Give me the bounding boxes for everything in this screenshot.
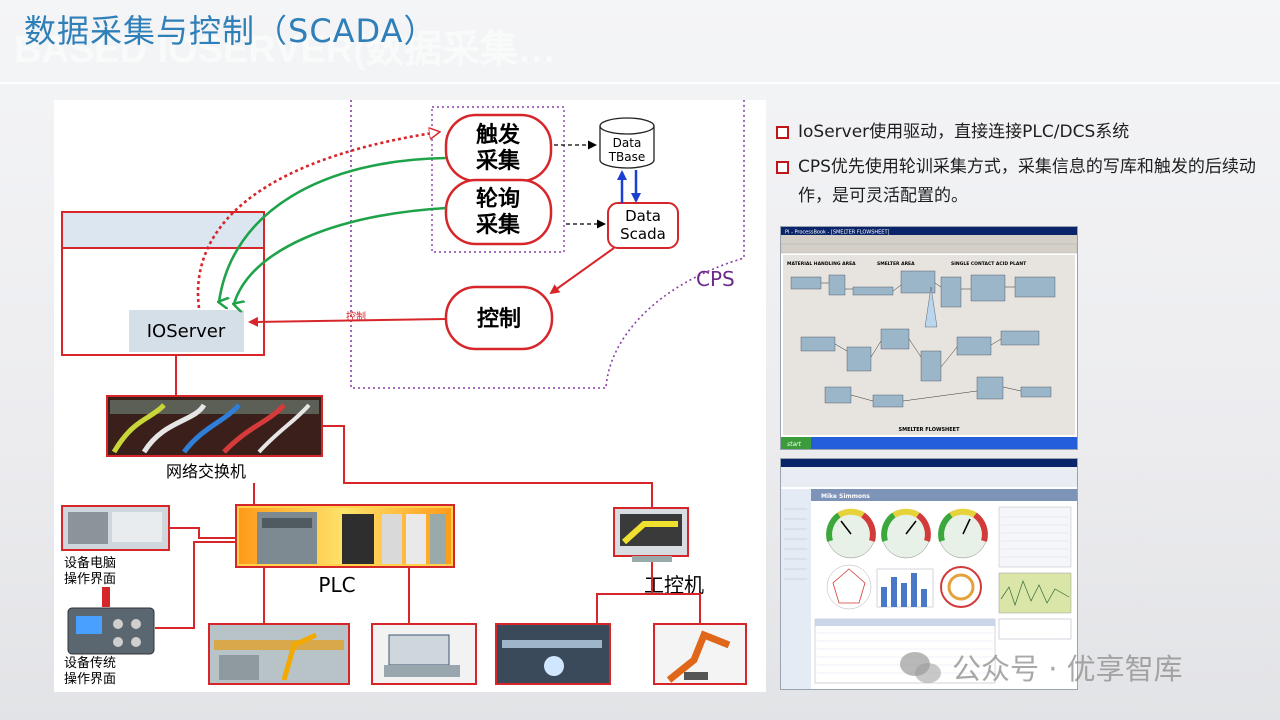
ghost-title: BASED IOSERVER(数据采集… (14, 29, 556, 71)
poll-collection-node (444, 178, 553, 246)
page-title: 数据采集与控制（SCADA） (24, 12, 437, 50)
cps-boundary (350, 100, 745, 389)
svg-text:MATERIAL HANDLING AREA: MATERIAL HANDLING AREA (787, 261, 856, 267)
watermark-text: 公众号 · 优享智库 (952, 652, 1183, 686)
factory-line-image (208, 623, 350, 685)
wechat-icon (900, 652, 941, 683)
device-pc-image (61, 505, 170, 551)
bullet-list: IoServer使用驱动，直接连接PLC/DCS系统 CPS优先使用轮训采集方式… (776, 118, 1256, 217)
svg-text:操作界面: 操作界面 (64, 671, 116, 687)
bullet-item: IoServer使用驱动，直接连接PLC/DCS系统 (776, 118, 1256, 147)
dashboard-screenshot: Mike Simmons (780, 458, 1078, 690)
svg-text:SMELTER AREA: SMELTER AREA (877, 261, 915, 267)
data-scada-node (607, 202, 679, 249)
svg-text:TBase: TBase (608, 150, 646, 164)
bullet-item: CPS优先使用轮训采集方式，采集信息的写库和触发的后续动作，是可灵活配置的。 (776, 153, 1256, 211)
industrial-pc-image (613, 507, 689, 562)
welding-image (495, 623, 611, 685)
flowsheet-screenshot: PI - ProcessBook - [SMELTER FLOWSHEET] M… (780, 226, 1078, 450)
bullet-marker (776, 161, 789, 174)
switch-label: 网络交换机 (166, 462, 246, 481)
control-label: 控制 (477, 306, 521, 332)
svg-text:操作界面: 操作界面 (64, 571, 116, 587)
machine-image (371, 623, 477, 685)
svg-text:Data: Data (613, 136, 642, 150)
trigger-label-2: 采集 (476, 148, 521, 174)
svg-text:Data: Data (625, 207, 661, 225)
gauges (826, 508, 988, 559)
diagram-canvas: CPS 触发 采集 轮询 采集 控制 Data TBase Data Scada (61, 100, 747, 687)
database-icon: Data TBase (599, 117, 655, 169)
svg-text:PI - ProcessBook - [SMELTER FL: PI - ProcessBook - [SMELTER FLOWSHEET] (785, 230, 890, 236)
svg-text:设备传统: 设备传统 (64, 655, 116, 671)
cps-label: CPS (696, 267, 735, 291)
svg-text:Mike Simmons: Mike Simmons (821, 493, 870, 500)
svg-text:设备电脑: 设备电脑 (64, 555, 116, 571)
robot-arm-image (653, 623, 747, 685)
device-traditional-image (67, 587, 155, 655)
svg-text:SINGLE CONTACT ACID PLANT: SINGLE CONTACT ACID PLANT (951, 261, 1027, 267)
svg-text:SMELTER FLOWSHEET: SMELTER FLOWSHEET (899, 427, 961, 433)
control-arrow-label: 控制 (346, 310, 366, 323)
bullet-text: IoServer使用驱动，直接连接PLC/DCS系统 (798, 122, 1130, 142)
control-node (444, 285, 554, 351)
header-divider (0, 82, 1280, 84)
scada-diagram: CPS 触发 采集 轮询 采集 控制 Data TBase Data Scada (54, 100, 766, 692)
poll-label-2: 采集 (476, 212, 521, 238)
plc-label: PLC (318, 573, 355, 597)
acquisition-group (431, 106, 565, 253)
svg-text:start: start (787, 441, 802, 448)
ioserver-label: IOServer (147, 321, 226, 342)
bullet-text: CPS优先使用轮训采集方式，采集信息的写库和触发的后续动作，是可灵活配置的。 (798, 157, 1256, 206)
trigger-label-1: 触发 (476, 122, 521, 148)
network-switch-image (106, 395, 323, 457)
bullet-marker (776, 126, 789, 139)
server-rack-header (61, 211, 265, 249)
svg-text:Scada: Scada (620, 225, 666, 243)
ioserver-box (129, 310, 244, 352)
poll-label-1: 轮询 (476, 186, 520, 212)
plc-modules (257, 512, 446, 564)
